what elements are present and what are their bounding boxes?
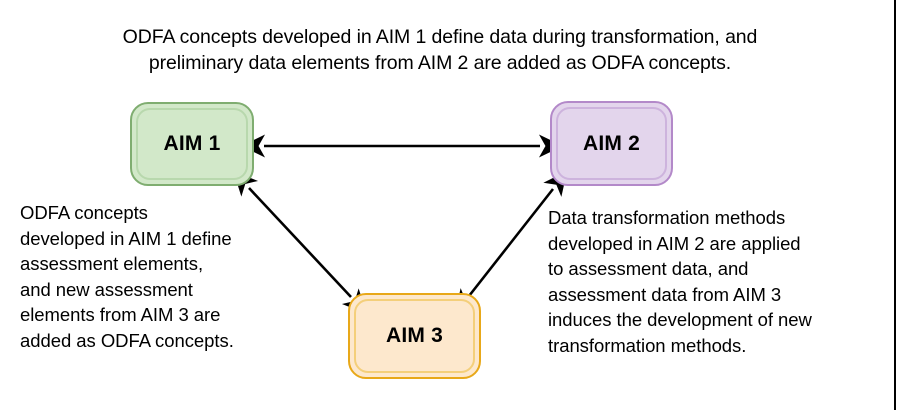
- right-frame-line: [894, 0, 896, 410]
- node-aim3-label: AIM 3: [385, 324, 443, 347]
- annotation-left: ODFA concepts developed in AIM 1 define …: [20, 202, 234, 351]
- node-aim3[interactable]: AIM 3: [348, 293, 481, 379]
- caption-line-2: preliminary data elements from AIM 2 are…: [148, 52, 732, 74]
- node-aim3-inner-border: [354, 299, 475, 373]
- diagram-caption: ODFA concepts developed in AIM 1 define …: [28, 24, 852, 76]
- annotation-right: Data transformation methods developed in…: [548, 207, 812, 356]
- node-aim2[interactable]: AIM 2: [550, 101, 673, 186]
- node-aim1[interactable]: AIM 1: [130, 102, 254, 186]
- node-aim2-inner-border: [556, 107, 667, 180]
- caption-line-1: ODFA concepts developed in AIM 1 define …: [122, 26, 758, 48]
- node-aim2-label: AIM 2: [582, 131, 640, 155]
- node-aim1-inner-border: [136, 108, 248, 180]
- node-aim1-label: AIM 1: [163, 132, 221, 155]
- arrow-aim2-aim3: [454, 171, 568, 314]
